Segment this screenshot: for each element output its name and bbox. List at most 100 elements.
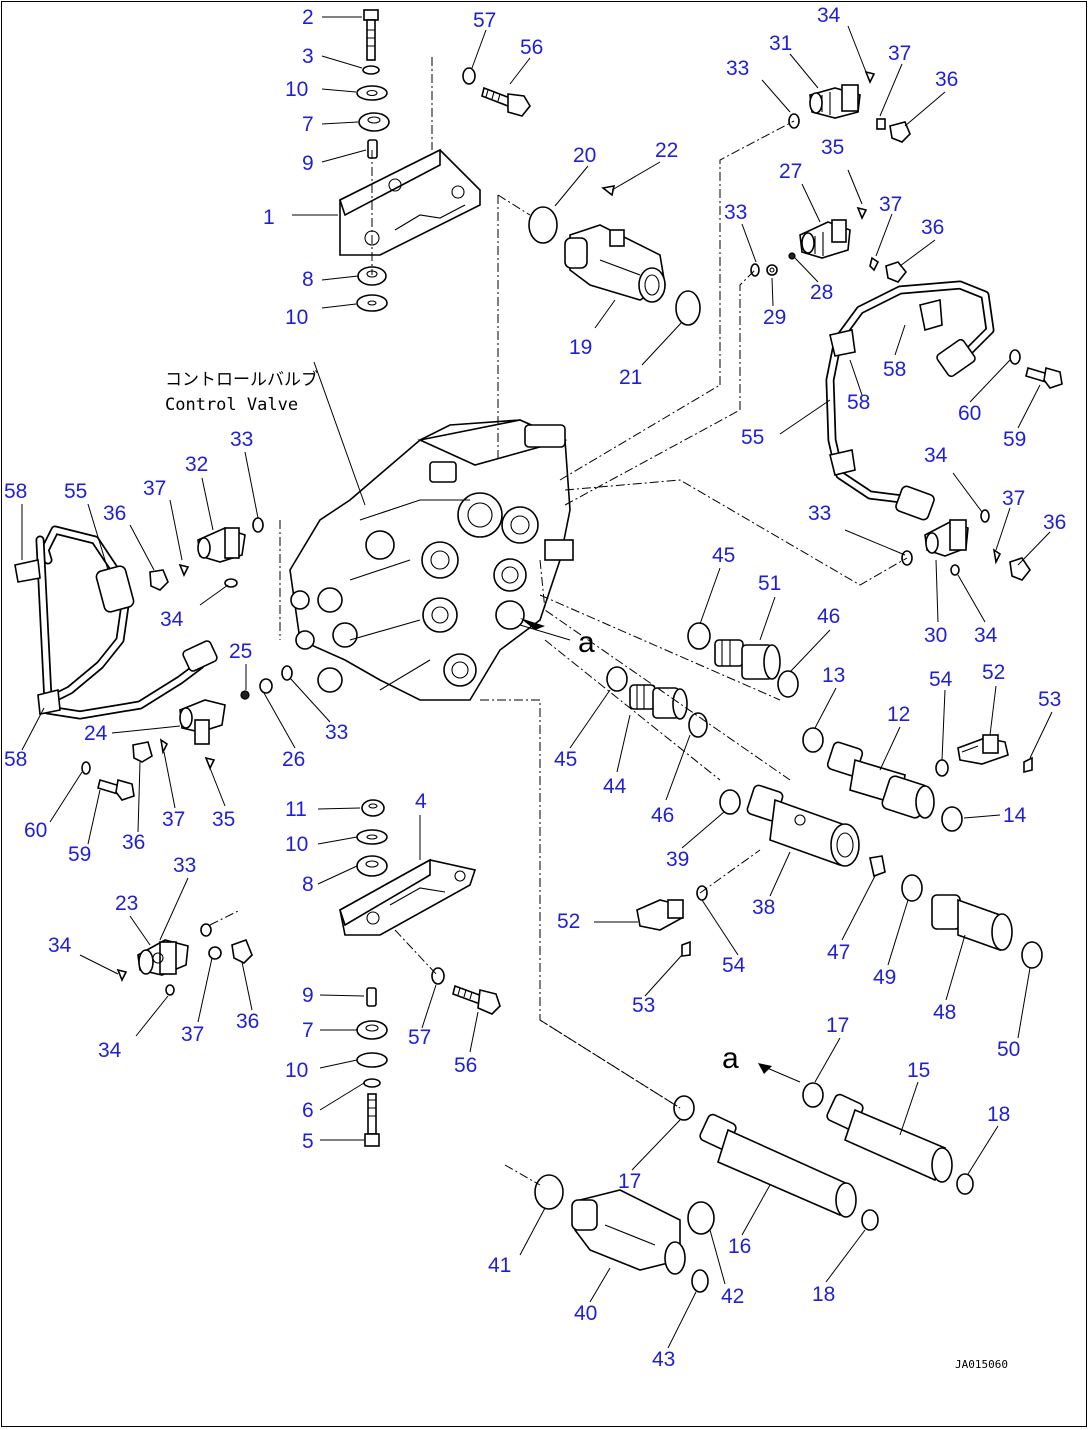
oring-45 xyxy=(687,622,711,650)
callout: 7 xyxy=(302,1019,314,1042)
oring-42 xyxy=(687,1201,715,1235)
callout: 55 xyxy=(64,480,87,503)
callout: 10 xyxy=(285,306,308,329)
callout: 60 xyxy=(958,402,981,425)
plug-47 xyxy=(869,855,886,878)
oring-33-l2 xyxy=(281,665,293,681)
callout: 36 xyxy=(122,831,145,854)
view-letter-a-upper: a xyxy=(578,626,595,659)
arrow-a-upper xyxy=(520,618,545,630)
callout: 33 xyxy=(173,854,196,877)
part-callouts: 2 3 10 7 9 1 8 10 57 56 20 22 19 21 34 3… xyxy=(4,4,1066,1371)
plug-28 xyxy=(788,252,796,260)
callout: 55 xyxy=(741,426,764,449)
callout: 57 xyxy=(408,1026,431,1049)
callout: 33 xyxy=(325,721,348,744)
callout: 6 xyxy=(302,1099,314,1122)
callout: 23 xyxy=(115,892,138,915)
callout: 36 xyxy=(103,502,126,525)
callout: 34 xyxy=(98,1039,122,1062)
oring-18 xyxy=(956,1173,974,1195)
callout: 27 xyxy=(779,160,802,183)
switch-52 xyxy=(957,734,1009,765)
oring-49 xyxy=(901,874,923,902)
callout: 17 xyxy=(618,1170,641,1193)
oring-21 xyxy=(675,290,701,326)
callout: 34 xyxy=(48,934,72,957)
callout: 45 xyxy=(554,748,577,771)
oring-20 xyxy=(528,206,558,244)
washer-10b xyxy=(356,294,388,312)
collar-9b xyxy=(366,987,377,1007)
tee-24 xyxy=(179,699,226,745)
bolt-59-r xyxy=(1025,366,1063,389)
oring-33-l xyxy=(252,517,264,533)
callout: 34 xyxy=(817,4,841,27)
tee-31 xyxy=(809,84,861,119)
oring-18b xyxy=(861,1209,879,1231)
oring-54 xyxy=(935,759,949,777)
caption-japanese: コントロールバルブ xyxy=(165,369,318,390)
bolt-56b xyxy=(452,984,501,1015)
callout: 36 xyxy=(921,216,944,239)
oring-37-l2 xyxy=(159,738,169,755)
callout: 42 xyxy=(721,1285,744,1308)
oring-53b xyxy=(681,940,691,957)
callout: 12 xyxy=(887,703,910,726)
oring-37-b xyxy=(869,256,880,272)
callout: 58 xyxy=(4,748,27,771)
bolt-5 xyxy=(364,1093,380,1147)
oring-43 xyxy=(691,1269,709,1293)
callout: 30 xyxy=(924,624,947,647)
callout: 17 xyxy=(826,1014,849,1037)
callout: 45 xyxy=(712,544,735,567)
callout: 37 xyxy=(162,808,185,831)
cushion-8b xyxy=(356,855,388,877)
bolt-59-l xyxy=(97,778,135,801)
callout: 49 xyxy=(873,966,896,989)
callout: 33 xyxy=(724,201,747,224)
callout: 3 xyxy=(302,45,314,68)
callout: 21 xyxy=(619,366,642,389)
washer-60-r xyxy=(1009,349,1021,365)
callout: 26 xyxy=(282,748,305,771)
tee-30 xyxy=(924,519,969,557)
washer-3 xyxy=(362,65,380,75)
oring-46 xyxy=(777,670,799,698)
callout: 44 xyxy=(603,775,627,798)
callout: 31 xyxy=(769,32,792,55)
cap-36-l xyxy=(149,569,169,591)
oring-35-l xyxy=(204,756,216,770)
callout: 33 xyxy=(808,502,831,525)
callout: 24 xyxy=(84,722,108,745)
oring-17 xyxy=(802,1082,824,1108)
callout: 7 xyxy=(302,113,314,136)
callout: 9 xyxy=(302,984,314,1007)
callout: 36 xyxy=(935,68,958,91)
assembly-lines xyxy=(209,57,908,1186)
callout: 16 xyxy=(728,1235,751,1258)
callout: 33 xyxy=(230,428,253,451)
arrow-a-lower xyxy=(758,1063,772,1074)
bracket-4 xyxy=(339,858,477,936)
plug-25 xyxy=(240,690,250,700)
oring-41 xyxy=(534,1174,564,1210)
callout: 56 xyxy=(520,36,543,59)
callout: 29 xyxy=(763,306,786,329)
callout: 18 xyxy=(812,1283,835,1306)
cushion-7 xyxy=(358,112,390,132)
callout: 35 xyxy=(821,136,844,159)
callout: 53 xyxy=(632,994,655,1017)
oring-14 xyxy=(941,806,963,832)
callout: 14 xyxy=(1003,804,1027,827)
oring-50 xyxy=(1021,941,1043,969)
callout: 18 xyxy=(987,1103,1010,1126)
callout: 58 xyxy=(883,358,906,381)
callout: 36 xyxy=(1043,511,1066,534)
callout: 37 xyxy=(879,193,902,216)
caption-english: Control Valve xyxy=(165,395,298,415)
callout: 25 xyxy=(229,640,252,663)
oring-46b xyxy=(688,712,708,738)
